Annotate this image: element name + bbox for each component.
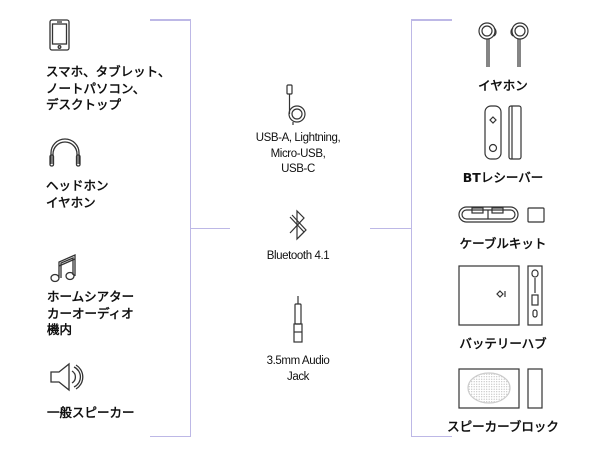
smartphone-icon (49, 19, 70, 51)
device-label-computers: スマホ、タブレット、ノートパソコン、デスクトップ (46, 64, 171, 112)
device-label-headphones: ヘッドホンイヤホン (46, 178, 109, 210)
audio-jack-icon (293, 296, 303, 343)
product-label-battery-hub: バッテリーハブ (459, 336, 547, 351)
left-bracket-top (150, 19, 191, 21)
right-bracket-top (410, 19, 452, 21)
battery-hub-icon (458, 265, 543, 326)
bt-receiver-icon (484, 105, 522, 160)
right-bracket-connector (370, 227, 411, 229)
right-bracket-bottom (410, 435, 452, 437)
speaker-icon (50, 362, 84, 392)
connection-label-bluetooth: Bluetooth 4.1 (266, 250, 330, 262)
left-bracket-connector (190, 227, 230, 229)
headphones-icon (49, 138, 81, 167)
product-label-earphones: イヤホン (478, 78, 528, 93)
cable-icon (286, 84, 306, 125)
device-label-speaker: 一般スピーカー (47, 405, 135, 420)
connection-label-usb: USB-A, Lightning,Micro-USB,USB-C (255, 132, 341, 175)
cable-kit-icon (458, 206, 545, 223)
product-label-speaker-block: スピーカーブロック (447, 419, 559, 434)
earphones-icon (478, 22, 529, 67)
speaker-block-icon (458, 368, 543, 409)
bluetooth-icon (289, 209, 307, 241)
product-label-bt-receiver: BTレシーバー (462, 170, 544, 185)
left-bracket-bottom (150, 435, 191, 437)
product-label-cable-kit: ケーブルキット (459, 236, 547, 251)
music-note-icon (50, 254, 76, 283)
device-label-home-audio: ホームシアターカーオーディオ機内 (47, 289, 135, 337)
right-bracket-vertical (410, 19, 412, 437)
